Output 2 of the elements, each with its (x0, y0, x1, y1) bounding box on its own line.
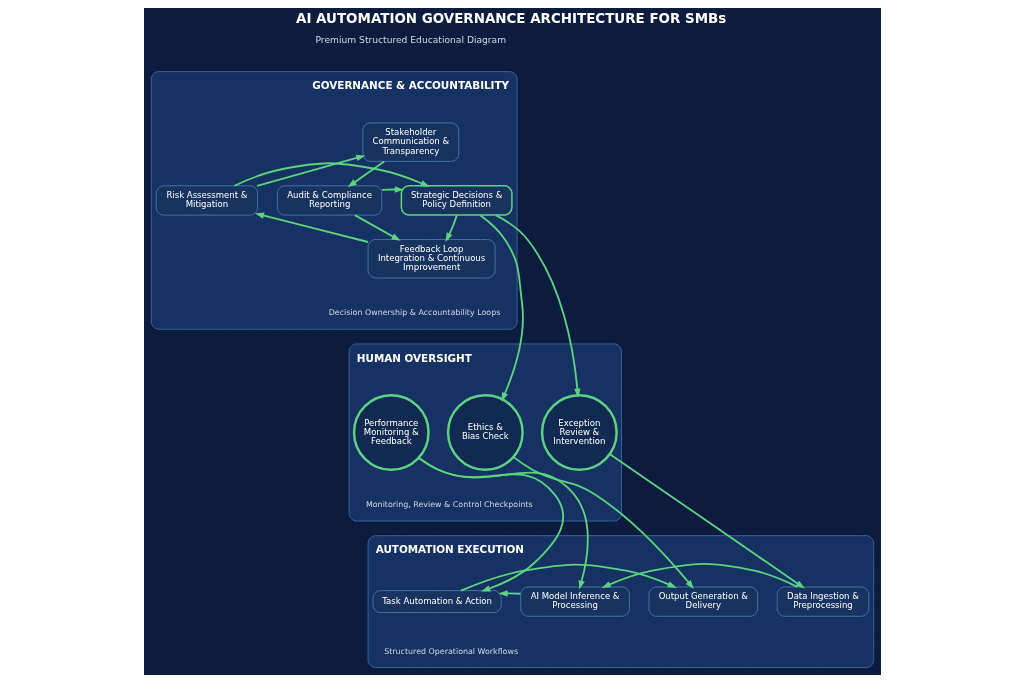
label: Premium Structured Educational Diagram (315, 35, 506, 46)
diagram-title: AI AUTOMATION GOVERNANCE ARCHITECTURE FOR SMBs (295, 11, 726, 27)
